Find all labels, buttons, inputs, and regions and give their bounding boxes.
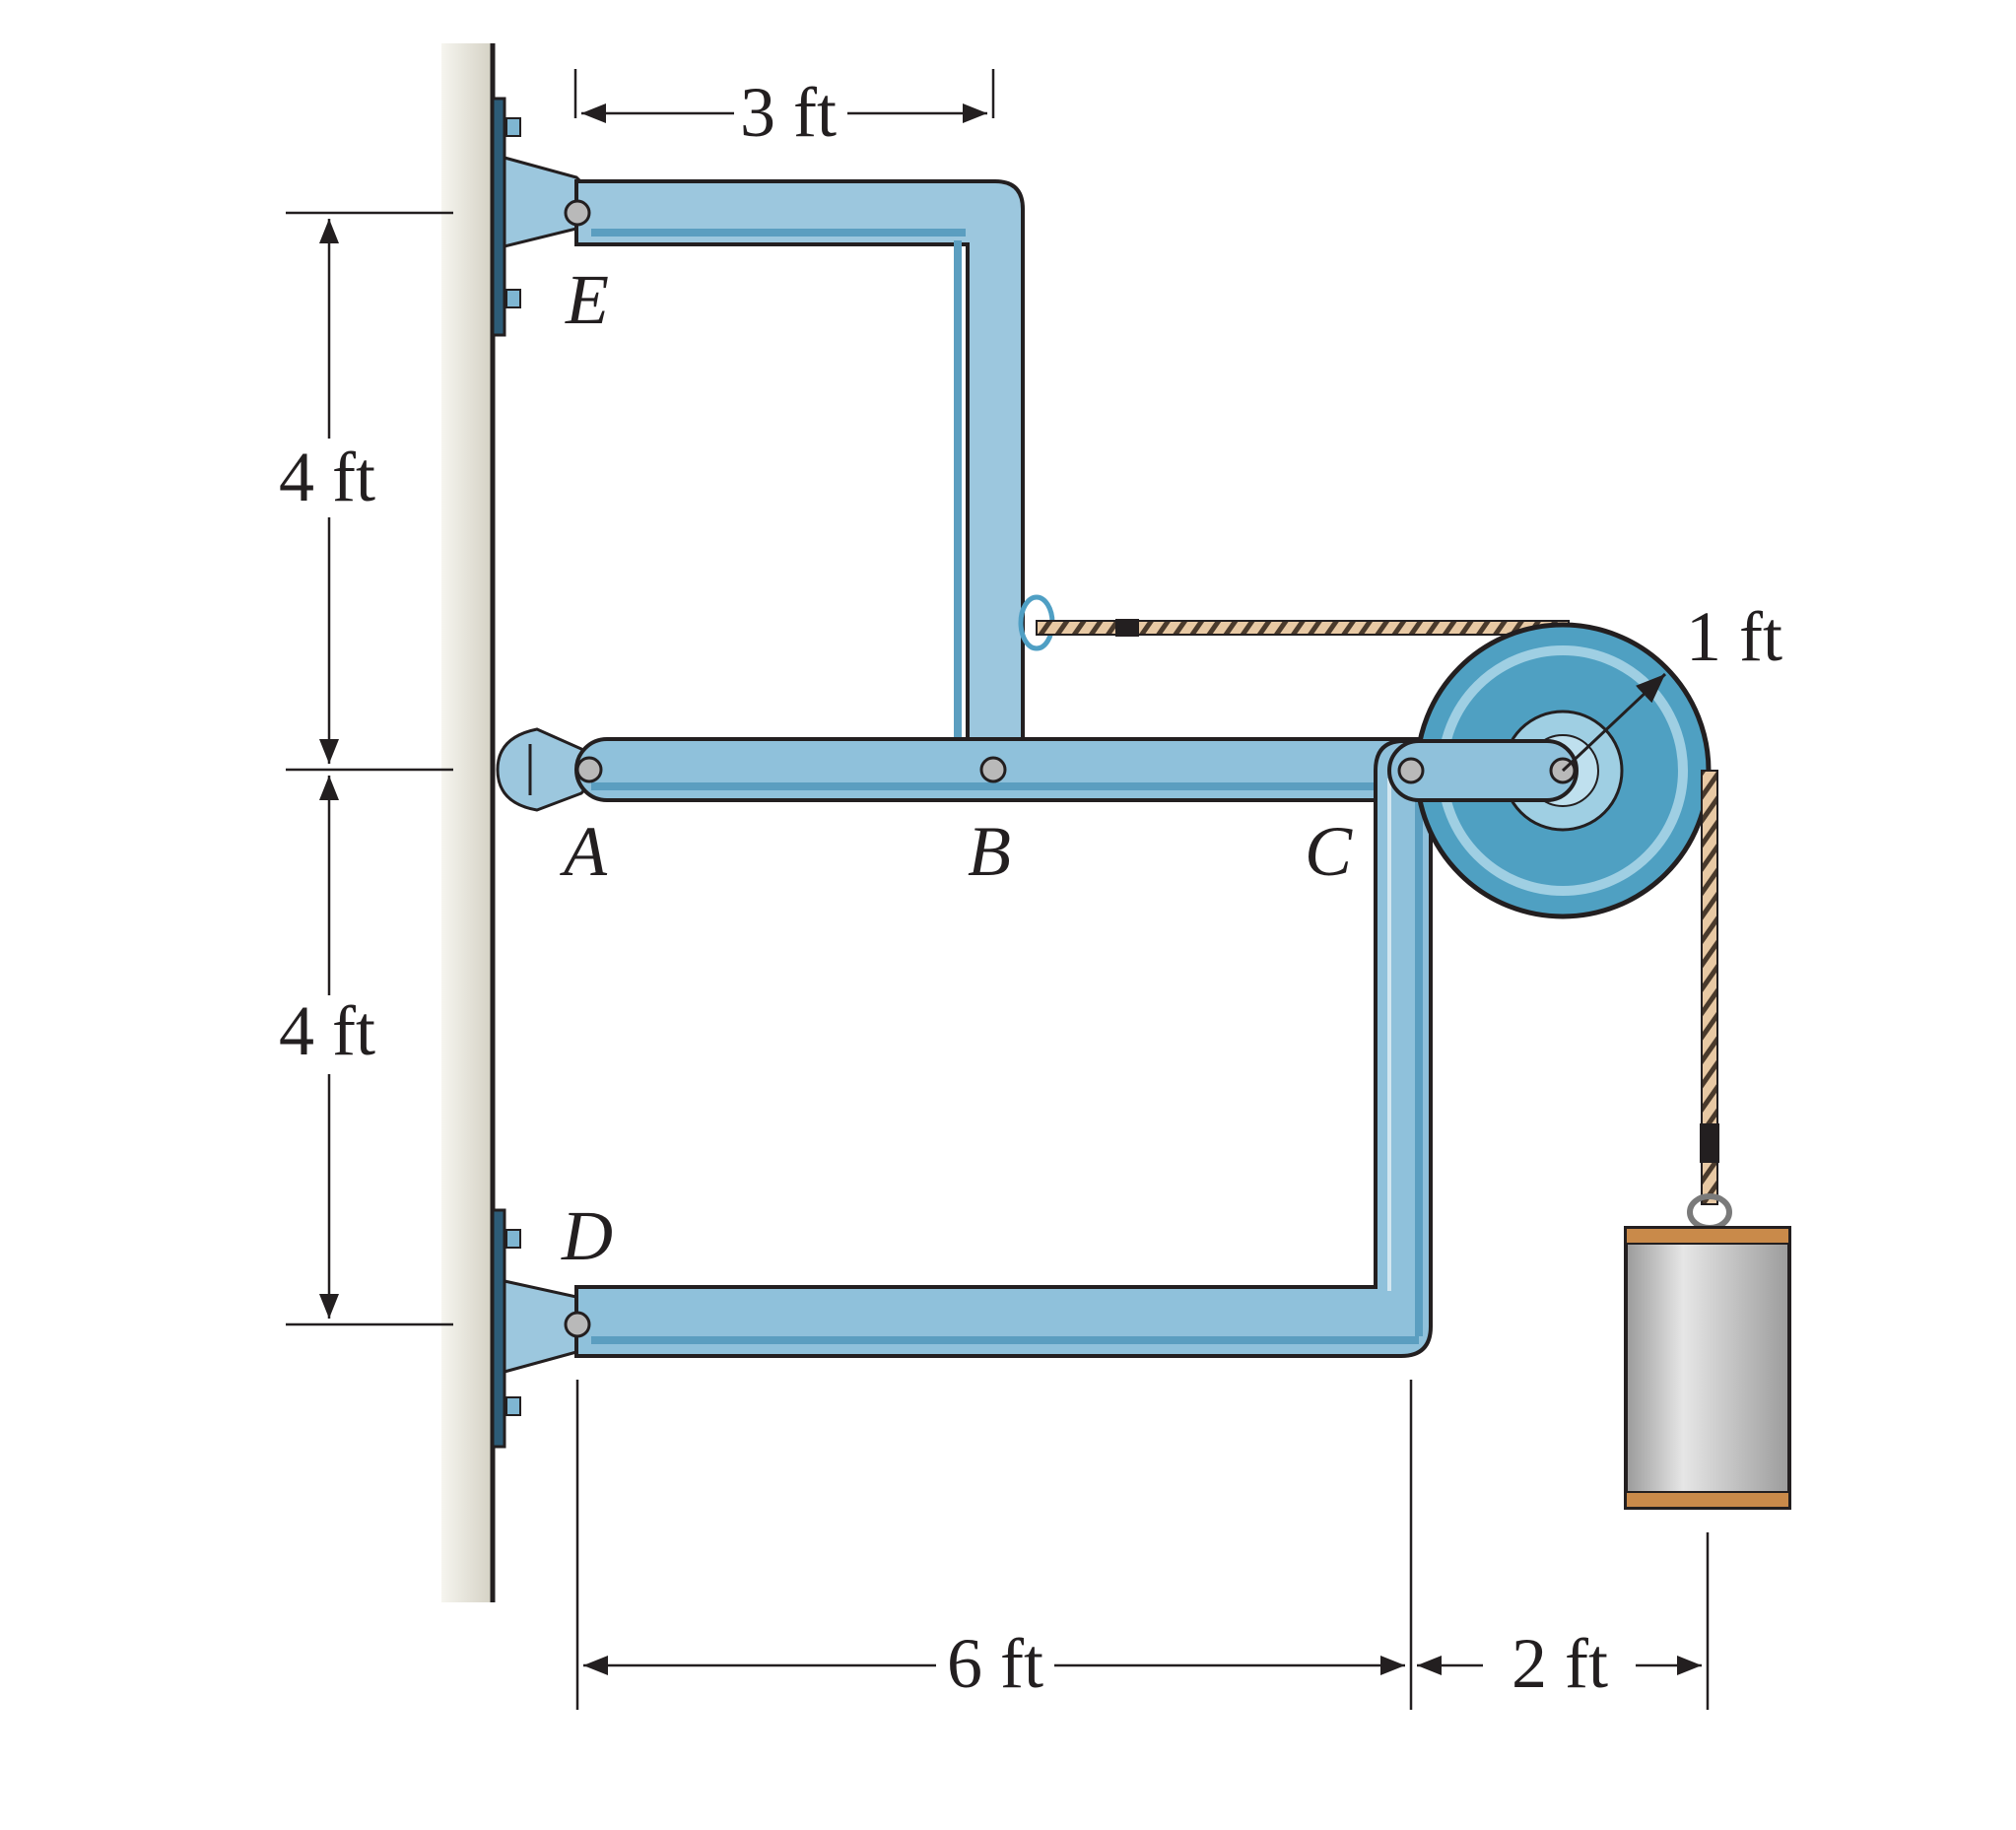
rope-vertical: [1687, 770, 1732, 1231]
dim-3ft: 3 ft: [740, 73, 837, 152]
label-c: C: [1305, 812, 1353, 891]
dim-1ft-radius: 1 ft: [1686, 597, 1782, 676]
bracket-e: [491, 97, 591, 337]
dim-2ft: 2 ft: [1512, 1624, 1608, 1703]
dimension-lines: [286, 69, 1710, 1710]
wall: [441, 43, 496, 1602]
member-eb: [574, 179, 1025, 799]
radius-arrow: [1561, 672, 1667, 773]
label-b: B: [968, 812, 1011, 891]
dim-6ft: 6 ft: [947, 1624, 1043, 1703]
bolt-icon: [505, 1229, 521, 1416]
label-a: A: [560, 812, 608, 891]
dim-4ft-upper: 4 ft: [279, 438, 375, 516]
bolt-icon: [505, 117, 521, 308]
label-e: E: [565, 260, 609, 339]
pulley: [1387, 622, 1712, 919]
weight-block: [1624, 1226, 1791, 1510]
dim-4ft-lower: 4 ft: [279, 991, 375, 1070]
rope-horizontal: [1018, 594, 1570, 651]
pin-icons: [564, 199, 1577, 1338]
label-d: D: [561, 1196, 613, 1275]
